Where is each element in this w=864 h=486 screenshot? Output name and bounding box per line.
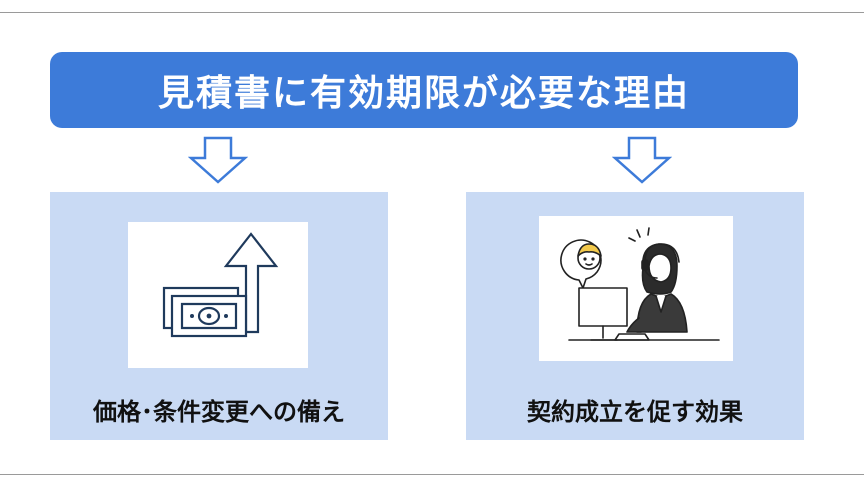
illustration-card bbox=[128, 222, 308, 368]
panel-caption: 価格･条件変更への備え bbox=[93, 398, 345, 426]
top-divider bbox=[0, 12, 864, 13]
panel-caption: 契約成立を促す効果 bbox=[527, 398, 743, 426]
money-up-arrow-icon bbox=[162, 232, 279, 338]
title-banner: 見積書に有効期限が必要な理由 bbox=[50, 52, 798, 128]
panel-price-conditions: 価格･条件変更への備え bbox=[50, 192, 388, 440]
operator-with-customer-icon bbox=[560, 227, 720, 341]
panel-contract-effect: 契約成立を促す効果 bbox=[466, 192, 804, 440]
down-arrow-icon bbox=[188, 136, 248, 184]
banner-title: 見積書に有効期限が必要な理由 bbox=[157, 73, 690, 114]
down-arrow-icon bbox=[612, 136, 672, 184]
illustration-card bbox=[539, 216, 733, 361]
bottom-divider bbox=[0, 474, 864, 475]
